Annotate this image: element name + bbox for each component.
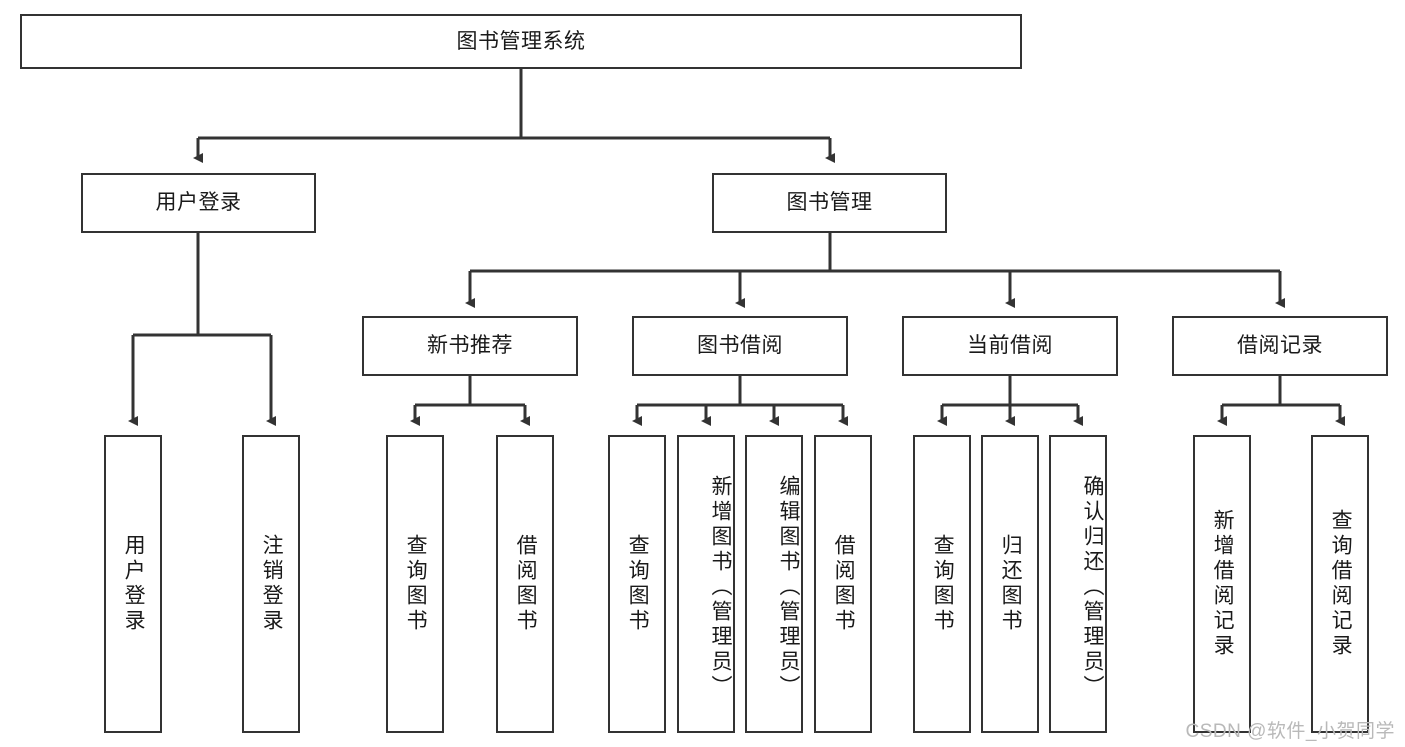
leaf-query-record[interactable]: 查询借阅记录 (1311, 435, 1369, 733)
node-label: 借阅图书 (514, 534, 538, 634)
leaf-return-book[interactable]: 归还图书 (981, 435, 1039, 733)
node-new-book-recommend[interactable]: 新书推荐 (362, 316, 578, 376)
node-book-borrow[interactable]: 图书借阅 (632, 316, 848, 376)
node-borrow-record[interactable]: 借阅记录 (1172, 316, 1388, 376)
node-label: 注销登录 (260, 534, 284, 634)
leaf-confirm-return[interactable]: 确认归还（管理员） (1049, 435, 1107, 733)
leaf-query-book-3[interactable]: 查询图书 (913, 435, 971, 733)
leaf-borrow-book-2[interactable]: 借阅图书 (814, 435, 872, 733)
leaf-query-book-1[interactable]: 查询图书 (386, 435, 444, 733)
node-book-management-system[interactable]: 图书管理系统 (20, 14, 1022, 69)
node-user-login[interactable]: 用户登录 (81, 173, 316, 233)
leaf-add-book[interactable]: 新增图书（管理员） (677, 435, 735, 733)
node-label: 新增图书（管理员） (709, 474, 732, 700)
node-label: 借阅记录 (1237, 334, 1323, 358)
node-label: 图书管理 (786, 191, 873, 215)
leaf-user-logout[interactable]: 注销登录 (242, 435, 300, 733)
node-label: 编辑图书（管理员） (777, 474, 800, 700)
node-book-manage[interactable]: 图书管理 (712, 173, 947, 233)
leaf-borrow-book-1[interactable]: 借阅图书 (496, 435, 554, 733)
node-label: 当前借阅 (967, 334, 1053, 358)
node-current-borrow[interactable]: 当前借阅 (902, 316, 1118, 376)
node-label: 归还图书 (999, 534, 1023, 634)
node-label: 查询图书 (626, 534, 650, 634)
node-label: 确认归还（管理员） (1081, 474, 1104, 700)
node-label: 查询图书 (404, 534, 428, 634)
leaf-edit-book[interactable]: 编辑图书（管理员） (745, 435, 803, 733)
node-label: 图书借阅 (697, 334, 783, 358)
node-label: 用户登录 (155, 191, 242, 215)
node-label: 用户登录 (122, 534, 146, 634)
node-label: 新书推荐 (427, 334, 513, 358)
leaf-query-book-2[interactable]: 查询图书 (608, 435, 666, 733)
node-label: 新增借阅记录 (1211, 509, 1235, 659)
node-label: 查询借阅记录 (1329, 509, 1353, 659)
leaf-user-login[interactable]: 用户登录 (104, 435, 162, 733)
node-label: 图书管理系统 (456, 29, 586, 53)
node-label: 查询图书 (931, 534, 955, 634)
leaf-add-record[interactable]: 新增借阅记录 (1193, 435, 1251, 733)
node-label: 借阅图书 (832, 534, 856, 634)
watermark: CSDN @软件_小贺同学 (1185, 721, 1395, 742)
